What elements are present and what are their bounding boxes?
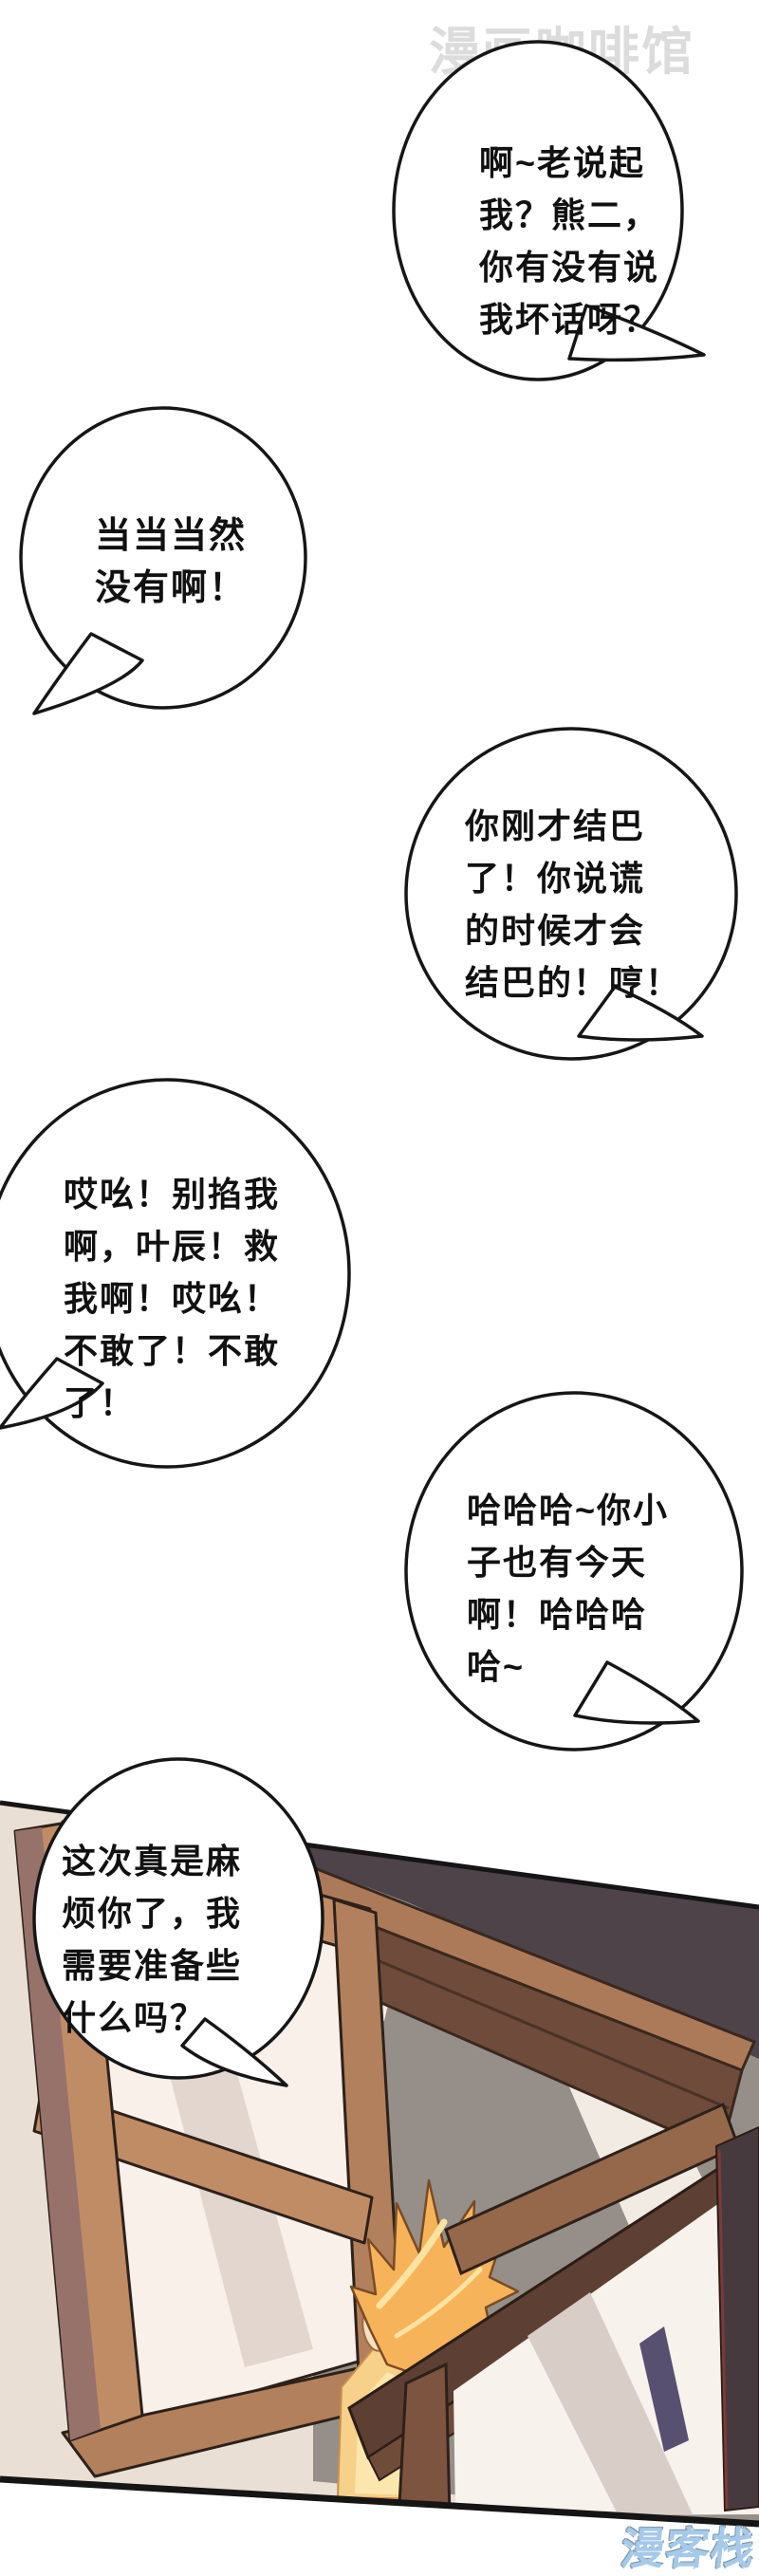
character-hair-highlight [376,2218,448,2309]
speech-bubble-2-tail [32,632,144,715]
character-hair-highlight-2 [394,2267,483,2339]
speech-bubble-6-text: 这次真是麻 烦你了，我 需要准备些 什么吗？ [62,1842,243,2037]
left-window-mid-rail [32,2085,374,2245]
watermark-bottom: 漫客栈 [618,2524,758,2573]
speech-bubble-3-text: 你刚才结巴 了！你说谎 的时候才会 结巴的！哼！ [465,806,682,1002]
right-window [397,2102,759,2524]
speech-bubble-2-text: 当当当然 没有啊！ [95,516,248,608]
dark-column [714,2125,759,2512]
speech-bubble-1-text: 啊~老说起 我？熊二， 你有没有说 我坏话呀？ [479,143,660,339]
panel-border-bottom [0,2475,759,2528]
panel-margin-bottom [0,2481,759,2576]
right-window-indigo-strip [639,2326,689,2452]
right-window-post [397,2362,452,2524]
speech-bubble-5-text: 哈哈哈~你小 子也有今天 啊！哈哈哈 哈~ [467,1491,670,1686]
watermark-top: 漫画咖啡馆 [429,24,694,81]
speech-bubble-4-text: 哎吆！别掐我 啊，叶辰！救 我啊！哎吆！ 不敢了！不敢 了！ [64,1175,281,1422]
right-window-pane-shade [528,2292,693,2516]
